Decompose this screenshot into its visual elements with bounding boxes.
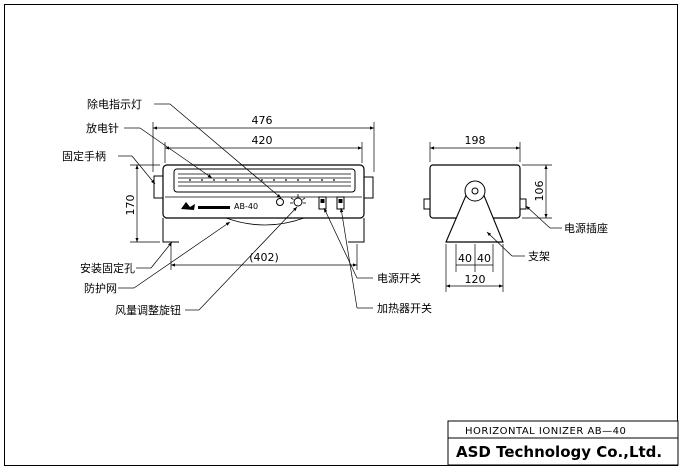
brand-logo-icon xyxy=(181,202,195,210)
label-mount-hole: 安装固定孔 xyxy=(80,261,135,275)
dim-mount-spacing: (402) xyxy=(249,251,279,264)
right-handle xyxy=(363,176,374,199)
label-discharge-needle: 放电针 xyxy=(86,121,119,135)
label-guard-mesh: 防护网 xyxy=(84,281,117,295)
dim-stand-a: 40 xyxy=(458,252,472,265)
indicator-lamp-icon xyxy=(276,198,284,206)
title-product: HORIZONTAL IONIZER AB—40 xyxy=(465,426,626,437)
discharge-needles xyxy=(189,179,335,181)
dim-stand-b: 40 xyxy=(477,252,491,265)
dim-stand-width: 120 xyxy=(465,273,486,286)
model-text: AB-40 xyxy=(234,202,258,211)
label-airflow-knob: 风量调整旋钮 xyxy=(115,303,181,317)
front-grille xyxy=(173,168,356,193)
airflow-knob-icon xyxy=(293,197,303,207)
label-power-socket: 电源插座 xyxy=(564,221,608,235)
side-view xyxy=(423,164,527,243)
title-block xyxy=(447,420,679,466)
label-power-switch: 电源开关 xyxy=(377,271,421,285)
label-power-indicator: 除电指示灯 xyxy=(87,97,142,111)
fan-guard-arc xyxy=(225,217,305,226)
sheet-border xyxy=(4,4,678,466)
dim-overall-width: 476 xyxy=(252,114,273,127)
power-socket-icon xyxy=(519,198,527,210)
front-leaders xyxy=(118,103,373,311)
label-heater-switch: 加热器开关 xyxy=(377,301,432,315)
title-company: ASD Technology Co.,Ltd. xyxy=(456,443,662,461)
side-knob-left xyxy=(423,198,431,210)
left-handle xyxy=(153,175,164,199)
dim-body-width: 420 xyxy=(252,134,273,147)
brand-bar xyxy=(198,206,230,209)
label-fixed-handle: 固定手柄 xyxy=(62,149,106,163)
dim-height: 170 xyxy=(124,195,137,216)
label-stand: 支架 xyxy=(528,250,550,263)
front-dimensions xyxy=(130,122,375,270)
dim-side-depth: 198 xyxy=(465,134,486,147)
dim-side-height: 106 xyxy=(533,181,546,202)
front-view: AB-40 xyxy=(153,164,374,243)
right-foot xyxy=(348,218,365,243)
side-leaders xyxy=(486,205,562,257)
side-dimensions xyxy=(429,142,552,292)
left-foot xyxy=(162,218,179,243)
